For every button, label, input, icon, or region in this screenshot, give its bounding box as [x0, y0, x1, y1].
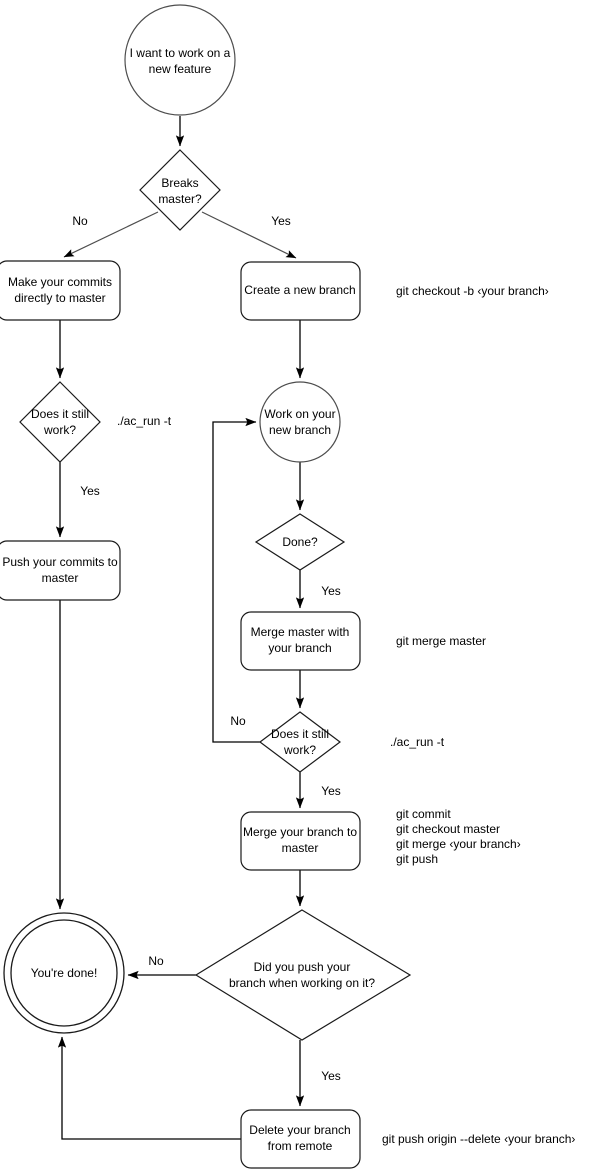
edge-label-done-yes: Yes	[321, 584, 341, 598]
node-create-branch[interactable]: Create a new branch	[240, 261, 361, 321]
work-on-branch-label-line1: Work on your	[264, 407, 335, 421]
node-make-commits[interactable]: Make your commits directly to master	[0, 260, 121, 321]
node-breaks-master[interactable]: Breaks master?	[139, 149, 221, 231]
command-merge-to-master-line1: git commit	[396, 807, 451, 821]
push-commits-label-line2: master	[42, 571, 79, 585]
done-question-label: Done?	[282, 535, 318, 549]
start-label-line1: I want to work on a	[130, 46, 231, 60]
node-test-left[interactable]: Does it still work?	[19, 381, 101, 463]
edge-label-left-work-yes: Yes	[80, 484, 100, 498]
node-test-right[interactable]: Does it still work?	[259, 711, 341, 773]
did-you-push-diamond[interactable]	[194, 909, 412, 1041]
command-merge-to-master-line4: git push	[396, 852, 438, 866]
test-left-label-line1: Does it still	[31, 407, 89, 421]
command-merge-to-master-line3: git merge ‹your branch›	[396, 837, 521, 851]
breaks-master-label-line1: Breaks	[161, 176, 198, 190]
test-left-diamond[interactable]	[19, 381, 101, 463]
test-right-diamond[interactable]	[259, 711, 341, 773]
node-push-commits[interactable]: Push your commits to master	[0, 540, 121, 601]
work-on-branch-circle[interactable]	[259, 381, 341, 463]
test-right-label-line1: Does it still	[271, 727, 329, 741]
command-merge-to-master-line2: git checkout master	[396, 822, 500, 836]
command-merge-master: git merge master	[396, 634, 486, 648]
connectors	[55, 116, 305, 1140]
edge-label-right-work-no: No	[230, 714, 246, 728]
edge-breaks-to-make-commits	[63, 211, 159, 258]
work-on-branch-label-line2: new branch	[269, 423, 331, 437]
merge-branch-label-line2: master	[282, 841, 319, 855]
edge-test-right-no-loop-to-work	[212, 417, 270, 743]
breaks-master-diamond[interactable]	[139, 149, 221, 231]
command-right-test: ./ac_run -t	[390, 735, 445, 749]
make-commits-label-line2: directly to master	[14, 291, 105, 305]
start-label-line2: new feature	[149, 62, 212, 76]
test-left-label-line2: work?	[43, 423, 76, 437]
make-commits-box[interactable]	[0, 260, 121, 321]
merge-branch-to-master-box[interactable]	[240, 811, 361, 871]
push-commits-box[interactable]	[0, 540, 121, 601]
merge-master-label-line1: Merge master with	[251, 625, 350, 639]
done-question-diamond[interactable]	[254, 513, 346, 571]
delete-branch-label-line2: from remote	[268, 1139, 333, 1153]
edge-label-breaks-no: No	[72, 214, 88, 228]
create-branch-label: Create a new branch	[244, 283, 355, 297]
did-you-push-label-line1: Did you push your	[254, 960, 351, 974]
node-merge-branch-to-master[interactable]: Merge your branch to master	[240, 811, 361, 871]
edge-labels: No Yes Yes Yes No Yes No Yes	[72, 214, 340, 1083]
command-left-test: ./ac_run -t	[117, 414, 172, 428]
edge-label-right-work-yes: Yes	[321, 784, 341, 798]
end-inner-circle	[10, 919, 118, 1027]
edge-label-did-push-no: No	[148, 954, 164, 968]
edge-label-breaks-yes: Yes	[271, 214, 291, 228]
delete-branch-box[interactable]	[240, 1109, 361, 1169]
edge-delete-to-end	[57, 1036, 241, 1140]
make-commits-label-line1: Make your commits	[8, 275, 112, 289]
merge-master-with-branch-box[interactable]	[240, 611, 361, 671]
command-delete-remote: git push origin --delete ‹your branch›	[382, 1132, 575, 1146]
merge-branch-label-line1: Merge your branch to	[243, 825, 357, 839]
node-delete-branch[interactable]: Delete your branch from remote	[240, 1109, 361, 1169]
merge-master-label-line2: your branch	[268, 641, 331, 655]
node-work-on-branch[interactable]: Work on your new branch	[259, 381, 341, 463]
test-right-label-line2: work?	[283, 743, 316, 757]
push-commits-label-line1: Push your commits to	[2, 555, 118, 569]
node-done-question[interactable]: Done?	[254, 513, 346, 571]
node-start[interactable]: I want to work on a new feature	[124, 4, 236, 116]
edge-label-did-push-yes: Yes	[321, 1069, 341, 1083]
node-merge-master-with-branch[interactable]: Merge master with your branch	[240, 611, 361, 671]
create-branch-box[interactable]	[240, 261, 361, 321]
node-end[interactable]: You're done!	[3, 912, 125, 1034]
command-create-branch: git checkout -b ‹your branch›	[396, 284, 549, 298]
end-label: You're done!	[31, 966, 98, 980]
node-did-you-push[interactable]: Did you push your branch when working on…	[194, 909, 412, 1041]
start-circle[interactable]	[124, 4, 236, 116]
did-you-push-label-line2: branch when working on it?	[229, 976, 375, 990]
command-annotations: git checkout -b ‹your branch› ./ac_run -…	[117, 284, 575, 1146]
nodes: I want to work on a new feature Breaks m…	[0, 4, 412, 1169]
delete-branch-label-line1: Delete your branch	[249, 1123, 350, 1137]
edge-breaks-to-create-branch	[201, 211, 297, 259]
breaks-master-label-line2: master?	[158, 192, 202, 206]
